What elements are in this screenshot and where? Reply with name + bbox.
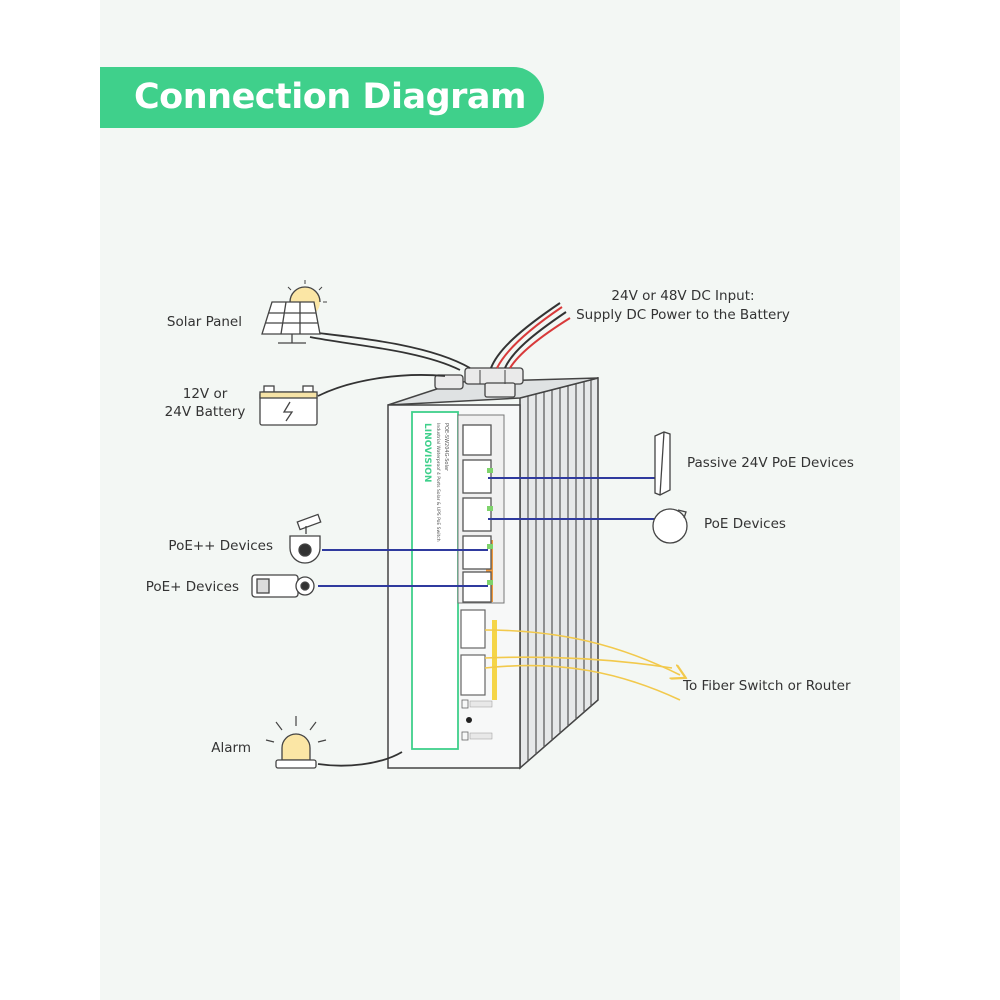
reset-button (466, 717, 472, 723)
label-passive-poe: Passive 24V PoE Devices (687, 455, 854, 471)
dc-cable-black (490, 302, 561, 369)
brand-strip (411, 411, 459, 750)
label-dc-input-line1: 24V or 48V DC Input: (611, 288, 755, 304)
model-text-1: Industrial Waterproof 4 Ports Solar & UP… (435, 423, 441, 542)
rj45-port (462, 424, 492, 456)
sfp-port (460, 609, 486, 649)
model-text-2: POE-SW204G-Solar (443, 423, 449, 472)
bullet-camera-icon (251, 574, 315, 598)
brand-text: LINOVISION (422, 423, 432, 482)
battery-cable (317, 374, 446, 397)
poe-device-icon (652, 508, 688, 544)
label-poep-devices: PoE+ Devices (145, 579, 239, 595)
ptz-camera-icon (289, 513, 322, 564)
label-alarm: Alarm (211, 740, 251, 756)
label-poe-devices: PoE Devices (704, 516, 786, 532)
rj45-port (462, 459, 492, 494)
sfp-indicator (492, 620, 497, 700)
passive-poe-device-icon (654, 431, 671, 496)
power-terminal (434, 367, 524, 398)
poe-cables (318, 477, 662, 587)
page-title: Connection Diagram (134, 77, 527, 117)
label-battery-line2: 24V Battery (164, 404, 246, 420)
label-poepp-devices: PoE++ Devices (168, 538, 273, 554)
poe-switch: LINOVISION Industrial Waterproof 4 Ports… (387, 367, 599, 770)
heatsink (519, 377, 599, 770)
solar-cable (309, 336, 461, 371)
sfp-port (460, 654, 486, 696)
alarm-icon (265, 716, 327, 769)
label-solar-panel: Solar Panel (166, 314, 242, 330)
alarm-cable (317, 751, 403, 767)
heatsink-fins (527, 380, 592, 761)
poe-indicator (486, 540, 493, 602)
rj45-port (462, 535, 492, 570)
solar-cable (317, 332, 471, 369)
port-leds (487, 468, 493, 585)
dc-cable-red (509, 317, 571, 369)
sfp-ports (460, 609, 486, 696)
dc-cable-black (504, 311, 567, 369)
dc-cable-red (496, 306, 563, 369)
rj45-ports (462, 424, 492, 603)
solar-panel-icon (261, 280, 327, 344)
rj45-port (462, 497, 492, 532)
fiber-cables (484, 629, 680, 701)
label-battery-line1: 12V or (182, 386, 228, 402)
battery-icon (259, 385, 318, 426)
label-fiber: To Fiber Switch or Router (683, 678, 851, 694)
title-banner (100, 67, 544, 128)
label-dc-input-line2: Supply DC Power to the Battery (576, 307, 790, 323)
